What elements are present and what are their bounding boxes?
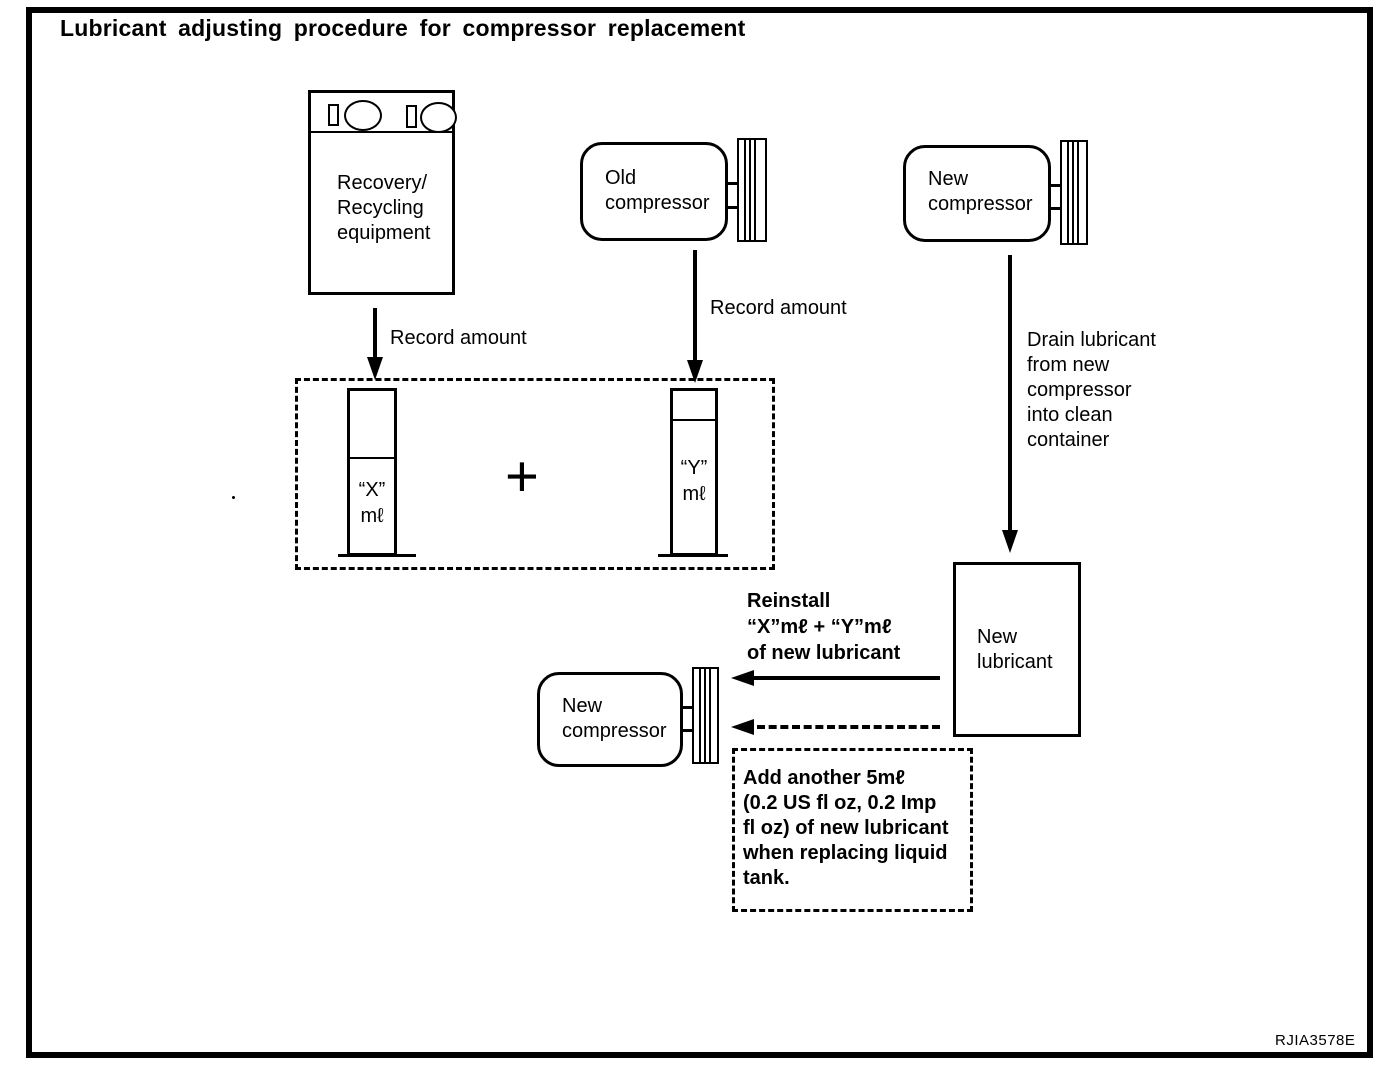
old-compressor-label: Old compressor	[605, 167, 710, 214]
new-compressor-bottom-box: New compressor	[537, 672, 683, 767]
new-compressor-bottom-pulley	[692, 667, 719, 764]
new-compressor-bottom-shaft	[681, 706, 693, 709]
drain-note: Drain lubricant from new compressor into…	[1027, 329, 1156, 451]
new-compressor-top-shaft	[1049, 207, 1061, 210]
reinstall-arrowhead-icon	[731, 670, 754, 686]
add-lubricant-dashed-arrow	[757, 725, 940, 729]
add-note-box: Add another 5mℓ (0.2 US fl oz, 0.2 Imp f…	[732, 748, 973, 912]
measuring-dashed-box	[295, 378, 775, 570]
page-title: Lubricant adjusting procedure for compre…	[60, 15, 746, 41]
drain-arrow	[1008, 255, 1012, 532]
drain-arrowhead-icon	[1002, 530, 1018, 553]
old-compressor-shaft	[726, 206, 738, 209]
new-compressor-top-box: New compressor	[903, 145, 1051, 242]
cylinder-x: “X” mℓ	[347, 388, 397, 556]
cylinder-y-fill-line	[673, 419, 715, 421]
cylinder-x-base	[338, 554, 416, 557]
cylinder-y-base	[658, 554, 728, 557]
add-note-text: Add another 5mℓ (0.2 US fl oz, 0.2 Imp f…	[743, 767, 949, 889]
record-amount-left-label: Record amount	[390, 327, 527, 349]
new-compressor-top-pulley	[1060, 140, 1088, 245]
plus-sign: +	[505, 444, 539, 509]
old-compressor-pulley	[737, 138, 767, 242]
page-border	[26, 7, 1373, 1058]
new-compressor-bottom-shaft	[681, 729, 693, 732]
old-compressor-shaft	[726, 182, 738, 185]
add-lubricant-arrowhead-icon	[731, 719, 754, 735]
new-lubricant-box: New lubricant	[953, 562, 1081, 737]
new-compressor-bottom-label: New compressor	[562, 695, 667, 742]
new-compressor-top-shaft	[1049, 184, 1061, 187]
gauge-switch-icon	[406, 105, 417, 128]
old-compressor-record-arrowhead-icon	[687, 360, 703, 383]
gauge-switch-icon	[328, 104, 339, 126]
new-lubricant-label: New lubricant	[977, 626, 1053, 673]
reinstall-arrow	[750, 676, 940, 680]
reinstall-note: Reinstall “X”mℓ + “Y”mℓ of new lubricant	[747, 590, 901, 664]
gauge-dial-icon	[344, 100, 382, 131]
gauge-dial-icon	[420, 102, 457, 133]
recovery-equipment-box: Recovery/ Recycling equipment	[308, 90, 457, 295]
record-amount-middle-label: Record amount	[710, 297, 847, 319]
recovery-record-arrowhead-icon	[367, 357, 383, 380]
old-compressor-record-arrow	[693, 250, 697, 363]
old-compressor-box: Old compressor	[580, 142, 728, 241]
recovery-gauge-panel	[311, 93, 457, 133]
cylinder-y: “Y” mℓ	[670, 388, 718, 556]
figure-code: RJIA3578E	[1275, 1032, 1356, 1049]
scan-speck	[232, 496, 235, 499]
cylinder-y-label: “Y” mℓ	[680, 457, 708, 505]
cylinder-x-label: “X” mℓ	[358, 479, 386, 527]
cylinder-x-fill-line	[350, 457, 394, 459]
new-compressor-top-label: New compressor	[928, 168, 1033, 215]
recovery-equipment-label: Recovery/ Recycling equipment	[337, 172, 431, 244]
recovery-record-arrow	[373, 308, 377, 360]
